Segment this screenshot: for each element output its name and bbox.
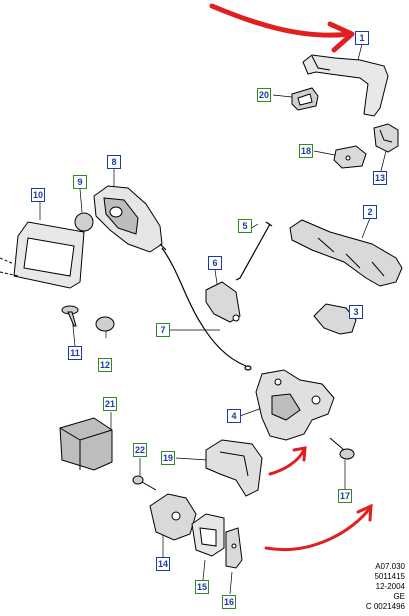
callout-17: 17 — [338, 489, 352, 503]
reference-line-3: 12-2004 — [375, 582, 405, 591]
part-bolt-17 — [329, 437, 355, 460]
part-housing-8 — [93, 185, 163, 253]
part-screw-22 — [132, 475, 157, 491]
callout-5: 5 — [238, 219, 252, 233]
part-rod-5 — [235, 221, 273, 281]
part-gasket-15 — [191, 513, 225, 557]
part-cable-7 — [159, 243, 252, 371]
callout-18: 18 — [299, 144, 313, 158]
callout-7: 7 — [156, 323, 170, 337]
red-arrows — [209, 3, 373, 551]
reference-line-5: C 0021496 — [365, 602, 405, 611]
part-bracket-14 — [149, 493, 197, 541]
callout-19: 19 — [161, 451, 175, 465]
part-bracket-3 — [313, 303, 357, 335]
part-bezel-10 — [0, 221, 85, 289]
callout-6: 6 — [208, 256, 222, 270]
part-cap-13 — [373, 123, 399, 153]
callout-16: 16 — [222, 595, 236, 609]
reference-line-1: A07.030 — [375, 562, 405, 571]
callout-22: 22 — [133, 443, 147, 457]
callout-12: 12 — [98, 358, 112, 372]
reference-line-2: 5011415 — [374, 572, 405, 581]
part-gasket-20 — [291, 87, 319, 111]
callout-4: 4 — [227, 409, 241, 423]
part-screw-11 — [61, 305, 79, 327]
part-plate-18 — [333, 145, 367, 169]
part-latch-4 — [255, 369, 335, 441]
part-cap-9 — [74, 212, 94, 232]
reference-line-4: GE — [393, 592, 405, 601]
callout-13: 13 — [373, 171, 387, 185]
callout-11: 11 — [68, 346, 82, 360]
callout-3: 3 — [349, 305, 363, 319]
part-bracket-6 — [205, 281, 241, 323]
part-cap-12 — [95, 316, 115, 332]
part-box-21 — [59, 417, 113, 471]
part-lever-2 — [289, 219, 403, 287]
callout-10: 10 — [31, 188, 45, 202]
callout-1: 1 — [355, 31, 369, 45]
callout-20: 20 — [257, 88, 271, 102]
callout-9: 9 — [73, 175, 87, 189]
part-outer-handle — [302, 54, 389, 117]
part-sleeve-19 — [205, 439, 263, 497]
callout-21: 21 — [103, 397, 117, 411]
callout-2: 2 — [363, 205, 377, 219]
part-plate-16 — [225, 527, 243, 569]
callout-8: 8 — [107, 155, 121, 169]
callout-15: 15 — [195, 580, 209, 594]
callout-14: 14 — [156, 557, 170, 571]
reference-block: A07.030 5011415 12-2004 GE C 0021496 — [366, 562, 405, 612]
